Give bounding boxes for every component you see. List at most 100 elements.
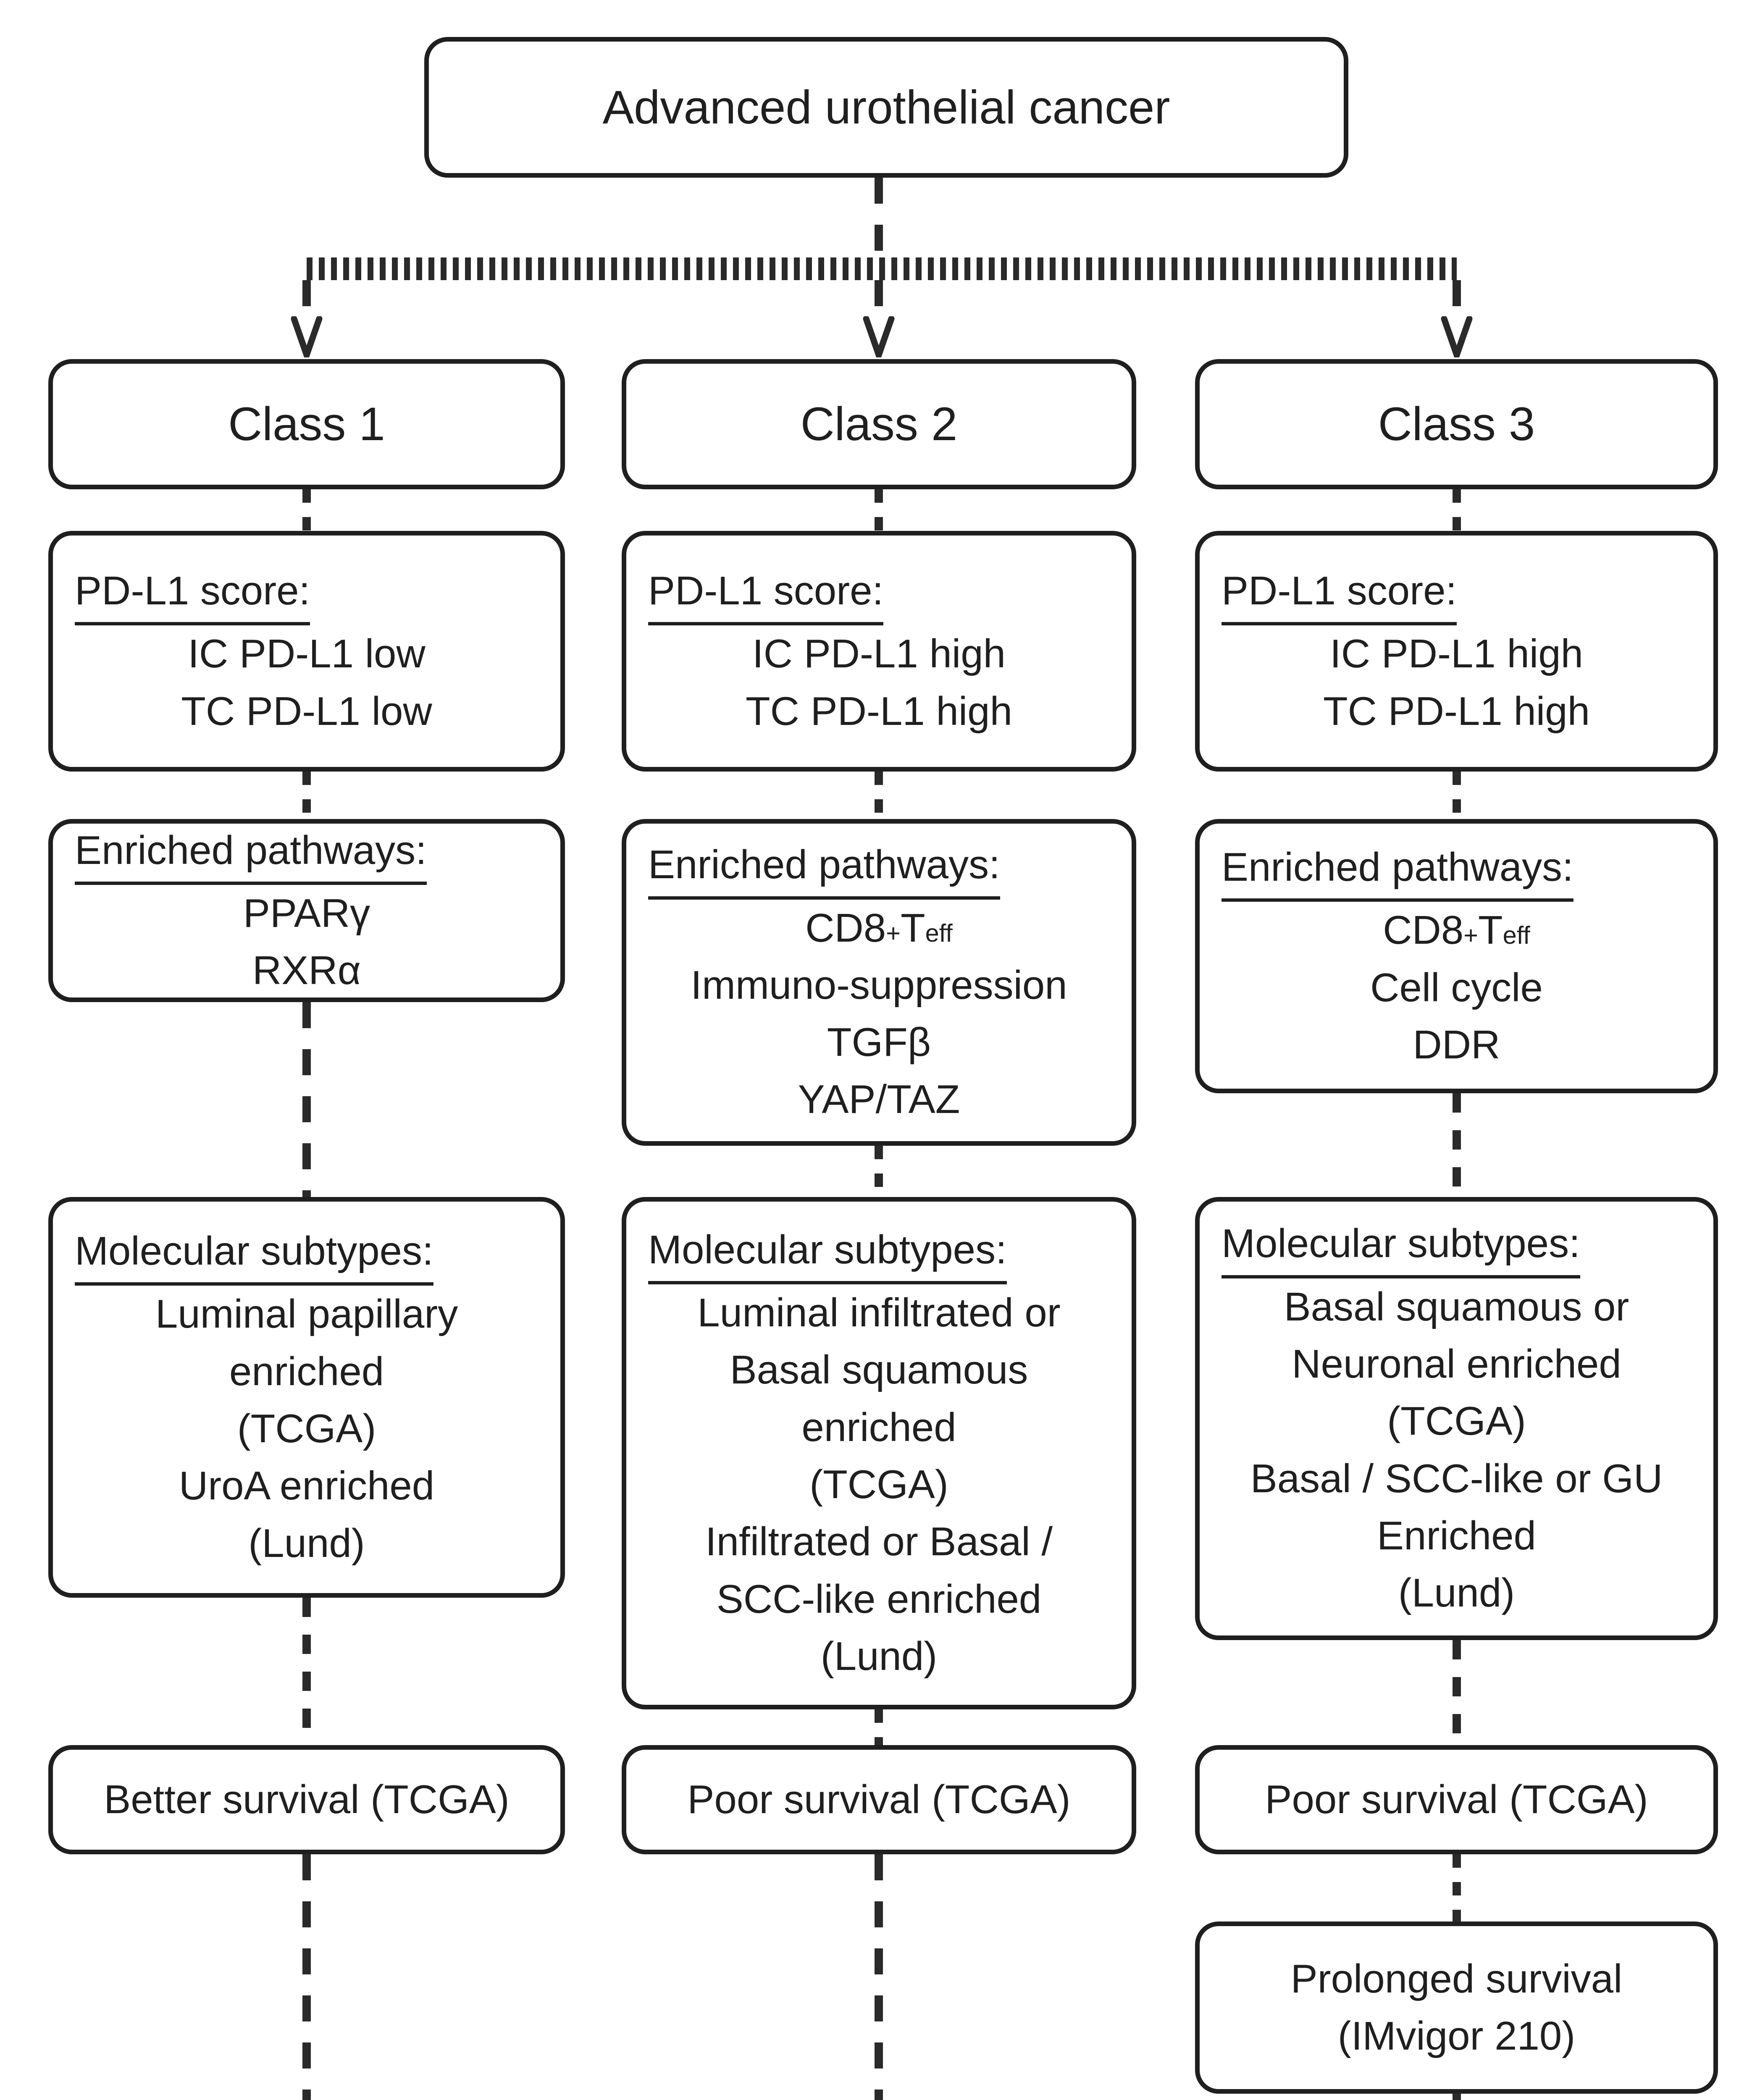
node-class-2: Class 2 [622,359,1136,489]
dotted-connector [1453,2094,1461,2100]
pathway-line: Immuno-suppression [691,962,1067,1008]
node-class1-molecular-subtypes: Molecular subtypes: Luminal papillary en… [48,1197,565,1598]
node-class-1: Class 1 [48,359,565,489]
cd8-t: T [1478,908,1503,953]
dashed-connector [302,1854,311,2100]
node-class3-molecular-subtypes: Molecular subtypes: Basal squamous or Ne… [1195,1197,1718,1640]
cd8-subscript: eff [925,919,953,947]
pathway-line-cd8-teff: CD8+Teff [805,900,953,957]
node-class2-survival: Poor survival (TCGA) [622,1745,1136,1854]
node-class2-molecular-subtypes: Molecular subtypes: Luminal infiltrated … [622,1197,1136,1709]
survival-label: Poor survival (TCGA) [1265,1777,1648,1822]
cd8-base: CD8 [805,905,886,950]
pathways-header: Enriched pathways: [75,822,427,885]
arrow-down-icon [291,316,323,357]
cd8-superscript: + [886,919,901,947]
class-3-label: Class 3 [1378,398,1535,451]
branch-horizontal-connector [307,257,1457,280]
node-class2-pdl1-score: PD-L1 score: IC PD-L1 high TC PD-L1 high [622,531,1136,772]
survival-label: Better survival (TCGA) [104,1777,510,1822]
pathway-line: YAP/TAZ [798,1077,960,1122]
cd8-superscript: + [1463,921,1479,950]
dotted-connector [875,489,883,531]
dotted-connector [875,1146,883,1197]
branch-connector-class3 [1453,280,1461,318]
dotted-connector [875,1709,883,1745]
arrow-down-icon [1441,316,1473,357]
pdl1-line: TC PD-L1 high [1323,688,1590,734]
pdl1-line: TC PD-L1 low [181,688,432,734]
subtype-line: Basal squamous or [1284,1284,1629,1329]
dashed-connector [875,1854,883,2100]
pdl1-line: IC PD-L1 high [752,631,1006,677]
subtype-line: (Lund) [1398,1570,1515,1616]
node-class2-enriched-pathways: Enriched pathways: CD8+Teff Immuno-suppr… [622,819,1136,1146]
dotted-connector [1453,772,1461,819]
cd8-subscript: eff [1503,921,1530,950]
cd8-t: T [901,905,925,950]
subtypes-header: Molecular subtypes: [1222,1215,1580,1278]
subtype-line: Luminal papillary [155,1292,458,1337]
pathways-header: Enriched pathways: [648,836,1000,900]
pdl1-header: PD-L1 score: [1222,562,1457,626]
branch-connector-class2 [875,280,883,318]
pathway-line: DDR [1413,1022,1500,1067]
subtype-line: enriched [801,1404,956,1450]
pdl1-header: PD-L1 score: [75,562,310,626]
subtype-line: (TCGA) [237,1406,376,1451]
cd8-base: CD8 [1383,908,1464,953]
pathway-line: TGFβ [827,1020,931,1065]
subtype-line: (TCGA) [809,1462,948,1507]
class-2-label: Class 2 [800,398,958,451]
subtypes-header: Molecular subtypes: [75,1223,433,1286]
dotted-connector [1453,489,1461,531]
subtype-line: (Lund) [248,1520,365,1566]
root-label: Advanced urothelial cancer [602,81,1170,134]
dotted-connector [1453,1854,1461,1922]
subtype-line: Enriched [1377,1513,1536,1558]
subtype-line: (Lund) [820,1633,938,1679]
subtype-line: Basal / SCC-like or GU [1250,1456,1663,1501]
subtype-line: Infiltrated or Basal / [705,1519,1053,1564]
node-class3-prolonged-survival: Prolonged survival (IMvigor 210) [1195,1922,1718,2094]
node-class1-survival: Better survival (TCGA) [48,1745,565,1854]
node-root-advanced-urothelial-cancer: Advanced urothelial cancer [424,37,1348,178]
dashed-connector [302,1002,311,1197]
class-1-label: Class 1 [228,398,385,451]
dotted-connector [302,772,311,819]
survival-label: Poor survival (TCGA) [687,1777,1071,1822]
subtype-line: enriched [229,1349,384,1394]
dashed-connector [302,1598,311,1745]
branch-connector-class1 [302,280,311,318]
pdl1-line: TC PD-L1 high [746,688,1012,734]
branch-stem-connector [875,178,883,257]
dashed-connector [1453,1640,1461,1745]
node-class3-enriched-pathways: Enriched pathways: CD8+Teff Cell cycle D… [1195,819,1718,1093]
pathway-line-cd8-teff: CD8+Teff [1383,902,1530,959]
node-class-3: Class 3 [1195,359,1718,489]
subtype-line: UroA enriched [179,1463,435,1509]
node-class1-pdl1-score: PD-L1 score: IC PD-L1 low TC PD-L1 low [48,531,565,772]
subtype-line: Basal squamous [730,1347,1028,1393]
dotted-connector [875,772,883,819]
subtype-line: Luminal infiltrated or [697,1290,1061,1336]
pathway-line: RXRα [252,948,361,993]
subtype-line: Neuronal enriched [1292,1341,1621,1387]
pdl1-line: IC PD-L1 high [1330,631,1583,677]
subtype-line: (TCGA) [1387,1399,1526,1444]
node-class1-enriched-pathways: Enriched pathways: PPARγ RXRα [48,819,565,1002]
pathway-line: PPARγ [243,890,370,936]
subtype-line: SCC-like enriched [716,1576,1042,1622]
dotted-connector [302,489,311,531]
arrow-down-icon [863,316,895,357]
node-class3-survival: Poor survival (TCGA) [1195,1745,1718,1854]
pdl1-header: PD-L1 score: [648,562,884,626]
subtypes-header: Molecular subtypes: [648,1221,1007,1285]
node-class3-pdl1-score: PD-L1 score: IC PD-L1 high TC PD-L1 high [1195,531,1718,772]
pdl1-line: IC PD-L1 low [188,631,426,677]
dashed-connector [1453,1093,1461,1197]
prolonged-survival-line: Prolonged survival [1290,1956,1623,2001]
prolonged-survival-line: (IMvigor 210) [1337,2013,1576,2058]
pathways-header: Enriched pathways: [1222,839,1574,902]
